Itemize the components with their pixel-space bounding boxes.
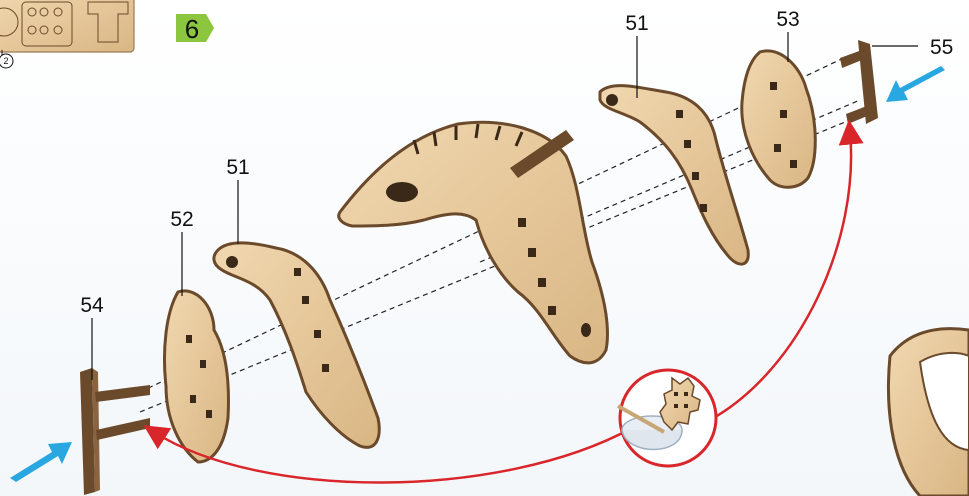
- callout-52: 52: [170, 208, 193, 231]
- part-52: [165, 291, 229, 462]
- callout-53: 53: [776, 8, 799, 31]
- part-51-right: [600, 86, 748, 264]
- part-54: [80, 368, 150, 495]
- step-badge: 6: [176, 14, 214, 44]
- step-number: 6: [185, 14, 199, 44]
- assembled-model-preview: [888, 329, 969, 496]
- callout-51-right: 51: [625, 12, 648, 35]
- part-55: [840, 40, 878, 124]
- glue-bowl-icon: [618, 370, 716, 466]
- callout-54: 54: [80, 294, 104, 317]
- callout-51-left: 51: [226, 156, 249, 179]
- inventory-circled-number: 2: [3, 56, 8, 66]
- part-53: [742, 51, 815, 187]
- part-horse-head: [339, 122, 608, 363]
- parts-inventory-thumbnail: 2: [0, 0, 134, 68]
- callout-55: 55: [930, 36, 953, 59]
